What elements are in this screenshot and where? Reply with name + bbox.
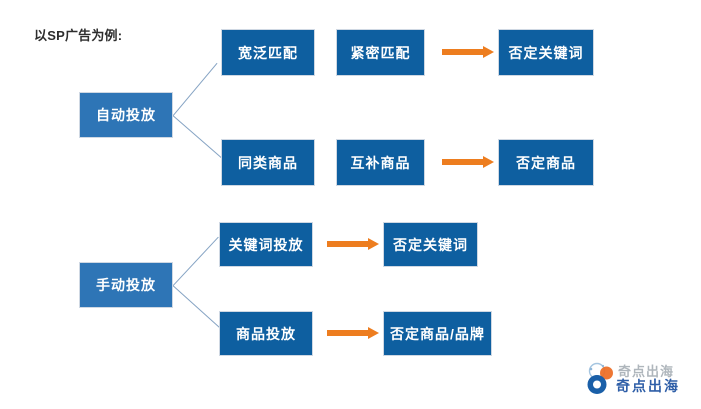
node-product-targeting[interactable]: 商品投放: [219, 311, 313, 356]
node-label: 商品投放: [236, 325, 296, 342]
node-label: 自动投放: [96, 107, 156, 123]
connector-auto-to-broad-match: [173, 62, 218, 116]
arrow-shaft: [442, 49, 483, 55]
node-broad-match[interactable]: 宽泛匹配: [221, 29, 315, 76]
node-label: 否定商品: [516, 154, 576, 171]
watermark-text-top: 奇点出海: [618, 364, 675, 379]
watermark-text-bottom: 奇点出海: [616, 378, 680, 394]
arrow-shaft: [442, 159, 483, 165]
arrow-keyword-targeting-to-negative-keyword: [327, 238, 379, 250]
connector-manual-to-keyword-targeting: [173, 236, 219, 286]
arrow-head: [368, 238, 379, 250]
node-label: 同类商品: [238, 154, 298, 171]
brand-logo-icon: [587, 362, 613, 394]
node-negative-product-brand[interactable]: 否定商品/品牌: [383, 311, 492, 356]
connector-auto-to-similar-product: [172, 115, 225, 161]
arrow-head: [483, 46, 494, 58]
arrow-close-match-to-negative-keyword: [442, 46, 494, 58]
node-negative-keyword-manual[interactable]: 否定关键词: [383, 222, 478, 267]
node-keyword-targeting[interactable]: 关键词投放: [219, 222, 313, 267]
connector-manual-to-product-targeting: [172, 285, 223, 330]
arrow-shaft: [327, 241, 368, 247]
arrow-product-targeting-to-negative-product-brand: [327, 327, 379, 339]
node-automatic-targeting[interactable]: 自动投放: [79, 92, 173, 138]
node-label: 互补商品: [350, 154, 411, 171]
node-label: 否定商品/品牌: [390, 325, 485, 342]
watermark: 奇点出海 奇点出海: [586, 360, 698, 400]
node-label: 关键词投放: [228, 236, 304, 253]
node-negative-keyword-auto[interactable]: 否定关键词: [498, 29, 594, 76]
node-label: 紧密匹配: [350, 44, 411, 61]
node-label: 宽泛匹配: [238, 44, 298, 61]
node-complementary-product[interactable]: 互补商品: [336, 139, 425, 186]
node-similar-product[interactable]: 同类商品: [221, 139, 315, 186]
diagram-caption: 以SP广告为例:: [34, 28, 123, 43]
node-label: 否定关键词: [508, 44, 584, 61]
node-label: 否定关键词: [393, 236, 468, 253]
arrow-head: [483, 156, 494, 168]
arrow-complementary-to-negative-product: [442, 156, 494, 168]
node-close-match[interactable]: 紧密匹配: [336, 29, 425, 76]
arrow-head: [368, 327, 379, 339]
node-manual-targeting[interactable]: 手动投放: [79, 262, 173, 308]
node-label: 手动投放: [96, 277, 156, 293]
arrow-shaft: [327, 330, 368, 336]
node-negative-product[interactable]: 否定商品: [498, 139, 594, 186]
